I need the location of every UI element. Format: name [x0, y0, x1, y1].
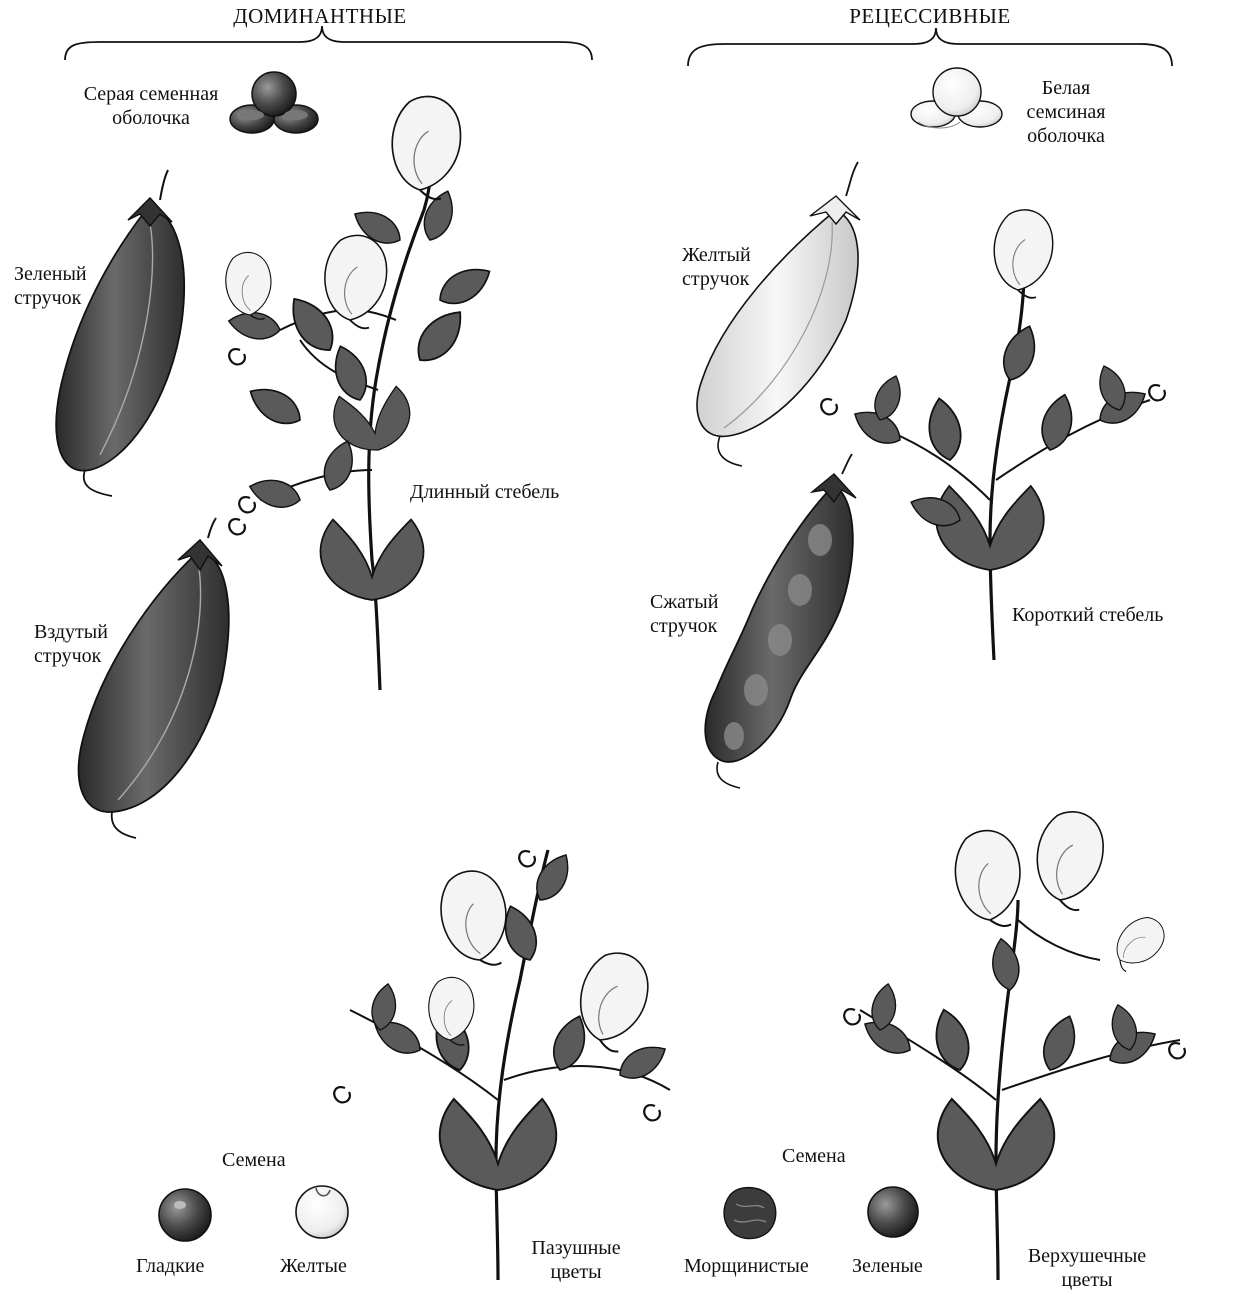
recessive-brace [687, 27, 1173, 67]
grey-seed-coat-label: Серая семенная оболочка [83, 83, 219, 129]
yellow-pod-label: Желтый стручок [682, 244, 751, 290]
short-stem-label: Короткий стебель [1012, 604, 1164, 626]
inflated-pod-image [77, 517, 230, 839]
inflated-pod-label: Вздутый стручок [34, 621, 108, 667]
white-seed-coat-image [910, 67, 1003, 129]
terminal-flowers-plant-image [843, 807, 1187, 1281]
green-pod-image [55, 169, 186, 497]
long-stem-plant-image [220, 95, 498, 691]
constricted-pod-image [704, 453, 857, 789]
recessive-header: РЕЦЕССИВНЫЕ [849, 4, 1011, 28]
grey-seed-coat-image [229, 71, 319, 134]
green-seed-label: Зеленые [852, 1255, 923, 1277]
dominant-seeds-title: Семена [222, 1149, 286, 1171]
terminal-flowers-label: Верхушечные цветы [1027, 1245, 1147, 1291]
white-seed-coat-label: Белая семсиная оболочка [1026, 77, 1106, 147]
smooth-seed-image [158, 1188, 212, 1242]
smooth-seed-label: Гладкие [136, 1255, 205, 1277]
long-stem-label: Длинный стебель [410, 481, 560, 503]
dominant-brace [64, 25, 593, 61]
green-seed-image [867, 1186, 919, 1238]
dominant-header: ДОМИНАНТНЫЕ [233, 4, 407, 28]
wrinkled-seed-label: Морщинистые [684, 1255, 809, 1277]
wrinkled-seed-image [723, 1186, 777, 1240]
axial-flowers-plant-image [333, 847, 673, 1281]
short-stem-plant-image [820, 208, 1167, 661]
yellow-seed-label: Желтые [280, 1255, 347, 1277]
green-pod-label: Зеленый стручок [14, 263, 87, 309]
recessive-seeds-title: Семена [782, 1145, 846, 1167]
yellow-seed-image [295, 1185, 349, 1239]
axial-flowers-label: Пазушные цветы [531, 1237, 621, 1283]
yellow-pod-image [696, 161, 861, 467]
constricted-pod-label: Сжатый стручок [650, 591, 719, 637]
